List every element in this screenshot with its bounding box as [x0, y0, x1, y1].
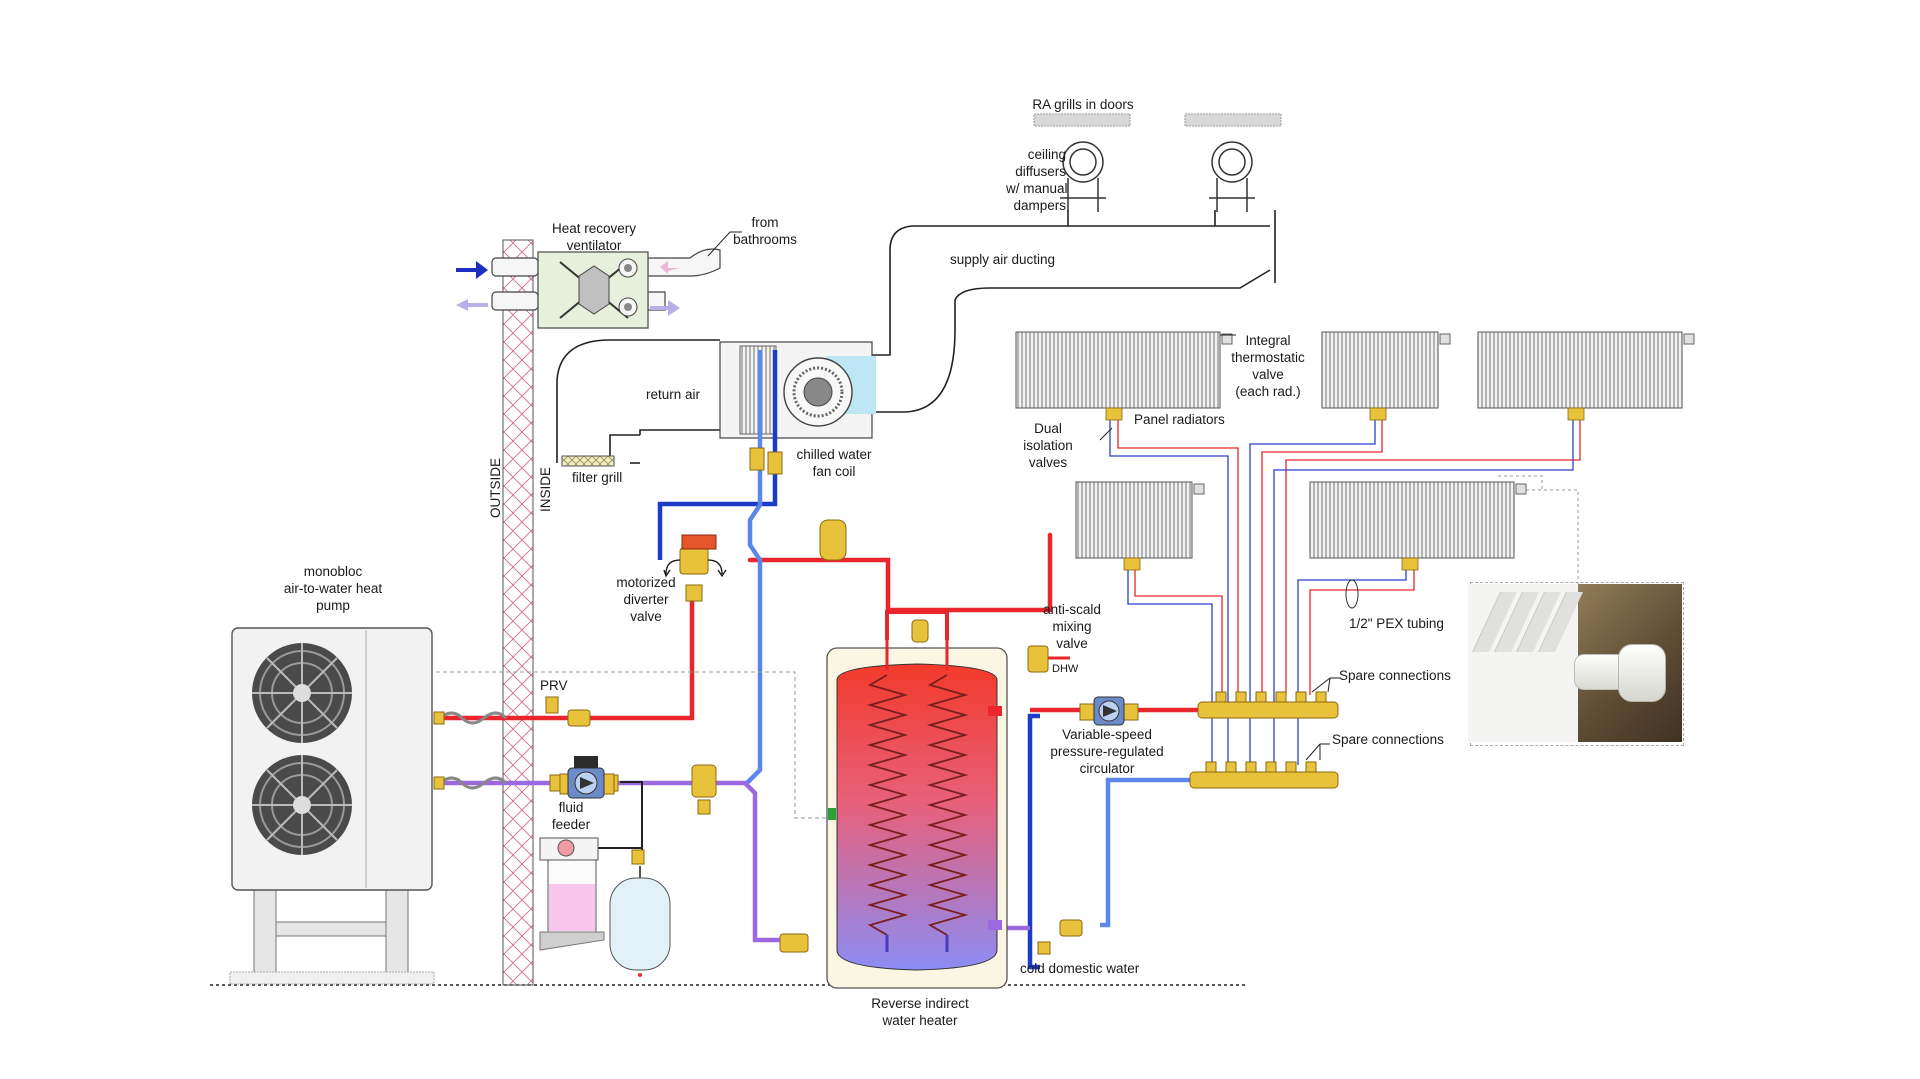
label-circulator-l2: pressure-regulated	[1050, 744, 1164, 759]
label-anti-scald-l3: valve	[1056, 636, 1088, 651]
photo-thermostatic-head	[1618, 644, 1666, 702]
hrv-airflow-arrows	[456, 261, 680, 316]
label-water-heater-l1: Reverse indirect	[871, 996, 969, 1011]
label-dual-isolation-l3: valves	[1028, 455, 1068, 470]
label-from-bathrooms-l2: bathrooms	[733, 232, 797, 247]
label-anti-scald-l1: anti-scald	[1043, 602, 1101, 617]
label-water-heater: Reverse indirect water heater	[871, 995, 969, 1029]
label-anti-scald-l2: mixing	[1052, 619, 1092, 634]
label-integral-valve-l3: valve	[1252, 367, 1284, 382]
label-integral-valve-l2: thermostatic	[1231, 350, 1305, 365]
label-integral-valve-l1: Integral	[1245, 333, 1291, 348]
label-circulator-l1: Variable-speed	[1062, 727, 1152, 742]
isolation-valves	[1105, 407, 1585, 571]
label-motorized-diverter: motorized diverter valve	[616, 574, 675, 625]
label-motorized-diverter-l3: valve	[630, 609, 662, 624]
control-wire	[436, 671, 830, 819]
label-fluid-feeder-l1: fluid	[558, 800, 584, 815]
label-cold-domestic-water: cold domestic water	[1020, 961, 1140, 976]
label-water-heater-l2: water heater	[882, 1013, 958, 1028]
label-ceiling-diffusers-l1: ceiling	[1027, 147, 1066, 162]
radiator-supply-piping	[1117, 420, 1581, 695]
ra-grill-right	[1184, 113, 1282, 127]
label-ra-grills: RA grills in doors	[1032, 97, 1134, 112]
flex-connectors	[439, 711, 508, 790]
label-dhw: DHW	[1052, 663, 1079, 675]
label-integral-valve-l4: (each rad.)	[1235, 384, 1301, 399]
label-integral-valve: Integral thermostatic valve (each rad.)	[1231, 332, 1305, 400]
bathrooms-leader	[707, 231, 742, 257]
label-supply-air-ducting: supply air ducting	[950, 252, 1056, 267]
label-outside: OUTSIDE	[488, 457, 503, 518]
diverter-flow-arrows	[663, 559, 727, 578]
manifolds	[1189, 691, 1339, 789]
label-ceiling-diffusers: ceiling diffusers w/ manual dampers	[1006, 146, 1068, 214]
label-motorized-diverter-l1: motorized	[616, 575, 676, 590]
label-prv: PRV	[540, 678, 568, 693]
label-hrv-l1: Heat recovery	[551, 221, 637, 236]
cold-return-piping	[743, 350, 1200, 928]
thermostatic-valve-photo	[1468, 584, 1682, 742]
label-fluid-feeder-l2: feeder	[551, 817, 591, 832]
expansion-tank-icon	[609, 866, 671, 977]
label-hrv-l2: ventilator	[566, 238, 622, 253]
label-dual-isolation-l2: isolation	[1023, 438, 1073, 453]
supply-air-duct	[872, 210, 1276, 413]
label-dual-isolation-l1: Dual	[1034, 421, 1062, 436]
ceiling-diffuser-icon	[1060, 141, 1255, 212]
label-heat-pump-l3: pump	[316, 598, 350, 613]
thermostatic-head-icon	[1193, 333, 1695, 495]
label-panel-radiators: Panel radiators	[1134, 412, 1225, 427]
pex-callout-oval	[1345, 579, 1359, 609]
heat-pump-fan-icon	[252, 643, 352, 855]
label-heat-pump-l2: air-to-water heat	[283, 581, 383, 596]
circulator-pump-icon	[567, 696, 1125, 799]
brass-fittings	[433, 447, 1139, 955]
ra-grill-left	[1033, 113, 1131, 127]
heat-recovery-ventilator	[537, 251, 649, 329]
filter-grill	[561, 455, 615, 467]
label-dual-isolation: Dual isolation valves	[1023, 420, 1073, 471]
label-motorized-diverter-l2: diverter	[623, 592, 669, 607]
label-fluid-feeder: fluid feeder	[552, 799, 590, 833]
label-filter-grill: filter grill	[572, 470, 623, 485]
label-circulator-l3: circulator	[1079, 761, 1135, 776]
label-spare-connections-2: Spare connections	[1332, 732, 1444, 747]
label-from-bathrooms: from bathrooms	[733, 214, 797, 248]
label-return-air: return air	[646, 387, 701, 402]
label-fan-coil: chilled water fan coil	[796, 446, 871, 480]
label-spare-connections-1: Spare connections	[1339, 668, 1451, 683]
label-circulator: Variable-speed pressure-regulated circul…	[1050, 726, 1163, 777]
label-fan-coil-l1: chilled water	[796, 447, 872, 462]
label-from-bathrooms-l1: from	[751, 215, 779, 230]
label-heat-pump-l1: monobloc	[303, 564, 363, 579]
label-ceiling-diffusers-l3: w/ manual	[1006, 181, 1068, 196]
chilled-water-fan-coil	[719, 341, 876, 439]
fluid-feeder	[539, 837, 605, 951]
label-hrv: Heat recovery ventilator	[552, 220, 636, 254]
label-pex-tubing: 1/2" PEX tubing	[1349, 616, 1444, 631]
reverse-indirect-water-heater	[826, 610, 1008, 989]
label-ceiling-diffusers-l4: dampers	[1013, 198, 1066, 213]
label-inside: INSIDE	[538, 466, 553, 512]
return-air-duct	[556, 339, 720, 464]
panel-radiators	[1015, 331, 1683, 559]
diverter-actuator	[681, 534, 717, 550]
spare-leader-lines	[1099, 334, 1340, 761]
label-anti-scald: anti-scald mixing valve	[1043, 601, 1101, 652]
label-ceiling-diffusers-l2: diffusers	[1015, 164, 1066, 179]
heat-pump-unit	[229, 627, 435, 985]
exterior-wall	[502, 239, 534, 986]
photo-callout-line	[1498, 475, 1579, 584]
label-heat-pump: monobloc air-to-water heat pump	[284, 563, 382, 614]
chilled-supply-piping	[657, 350, 1040, 970]
label-fan-coil-l2: fan coil	[812, 464, 856, 479]
